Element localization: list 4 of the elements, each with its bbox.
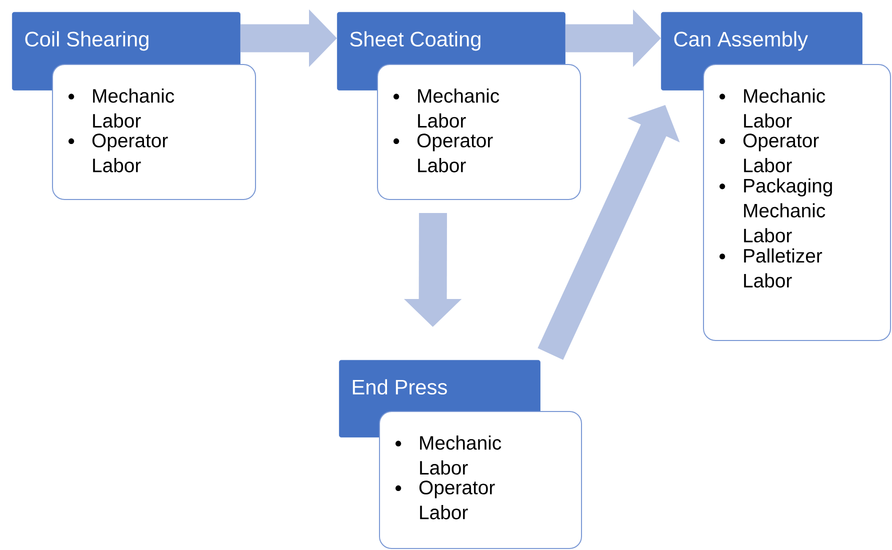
task-list-box: Mechanic Labor Operator Labor Packaging Mechanic Labor Palletizer Labor [703, 64, 891, 341]
task-list-box: Mechanic Labor Operator Labor [379, 411, 582, 549]
task-list-box: Mechanic Labor Operator Labor [377, 64, 581, 200]
task-list-box: Mechanic Labor Operator Labor [52, 64, 256, 200]
